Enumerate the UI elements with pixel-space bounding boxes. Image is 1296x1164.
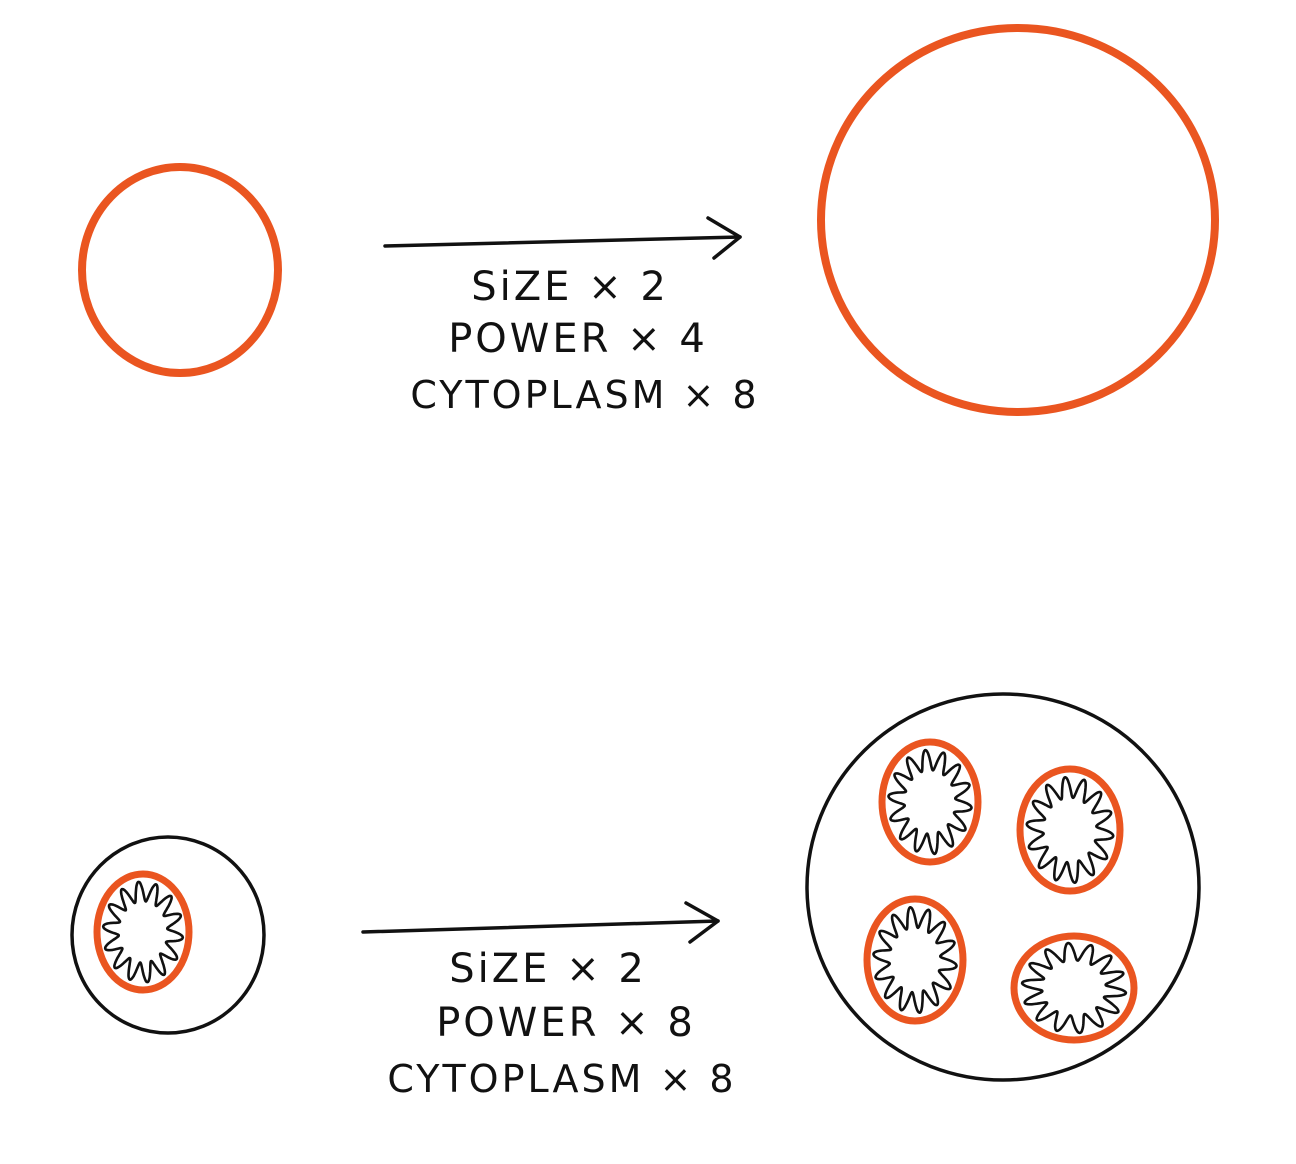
organelle <box>1010 932 1138 1044</box>
bottom-label-size: SiZE × 2 <box>449 946 647 992</box>
organelle <box>93 870 193 994</box>
organelle-membrane <box>93 870 193 994</box>
organelle-membrane <box>1010 932 1138 1044</box>
bottom-small-cell <box>70 835 266 1035</box>
large-cell-outline <box>805 692 1201 1082</box>
small-cell-outline <box>70 835 266 1035</box>
top-large-cell <box>817 24 1219 416</box>
organelle-folds <box>872 906 958 1014</box>
organelle-folds <box>887 748 973 856</box>
bottom-row: SiZE × 2 POWER × 8 CYTOPLASM × 8 <box>70 692 1201 1101</box>
bottom-arrow <box>361 901 720 944</box>
organelle-folds <box>101 880 185 984</box>
organelle-membrane <box>1016 765 1124 895</box>
top-row: SiZE × 2 POWER × 4 CYTOPLASM × 8 <box>78 24 1219 417</box>
organelle <box>863 895 967 1025</box>
organelle-folds <box>1020 941 1128 1035</box>
top-small-cell <box>78 163 282 377</box>
organelle <box>878 738 982 866</box>
bottom-label-cytoplasm: CYTOPLASM × 8 <box>387 1057 736 1101</box>
bottom-large-cell <box>805 692 1201 1082</box>
top-label-power: POWER × 4 <box>448 316 708 362</box>
organelle-membrane <box>878 738 982 866</box>
top-label-cytoplasm: CYTOPLASM × 8 <box>410 373 759 417</box>
organelle-membrane <box>863 895 967 1025</box>
organelle <box>1016 765 1124 895</box>
organelle-folds <box>1025 776 1115 884</box>
top-arrow <box>383 216 742 260</box>
bottom-label-power: POWER × 8 <box>436 1000 696 1046</box>
top-label-size: SiZE × 2 <box>471 264 669 310</box>
